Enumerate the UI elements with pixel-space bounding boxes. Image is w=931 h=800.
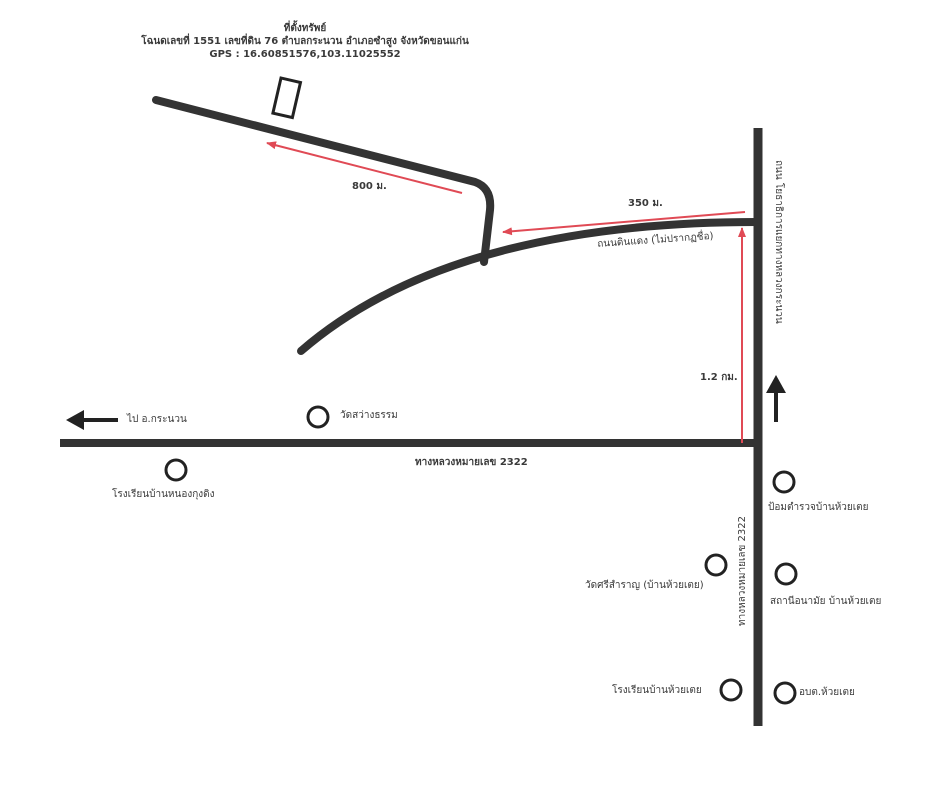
distance-1.2km-label: 1.2 กม. [700,372,738,383]
landmark-wat-sawang-icon [306,405,330,429]
route-arrow-800m [266,141,463,194]
health-label: สถานีอนามัย บ้านห้วยเตย [770,596,882,607]
landmark-wat-si-icon [704,553,728,577]
header-deed: โฉนดเลขที่ 1551 เลขที่ดิน 76 ตำบลกระนวน … [141,36,469,47]
distance-350m-label: 350 ม. [628,198,663,209]
road-dirt-curve [297,218,761,355]
property-header: ที่ตั้งทรัพย์ โฉนดเลขที่ 1551 เลขที่ดิน … [120,22,490,61]
landmark-police-icon [772,470,796,494]
landmark-school-huai-icon [719,678,743,702]
highway-vertical-label: ทางหลวงหมายเลข 2322 [737,516,748,626]
wat-sawang-label: วัดสว่างธรรม [340,410,398,421]
wat-si-label: วัดศรีสำราญ (บ้านห้วยเตย) [585,580,704,591]
header-title: ที่ตั้งทรัพย์ [283,23,327,34]
rural-road-label: ถนน โยธาธิการแยกทางหลวงกระนวน [773,160,784,324]
highway-horizontal-label: ทางหลวงหมายเลข 2322 [415,457,528,468]
distance-800m-label: 800 ม. [352,181,387,192]
landmark-health-icon [774,562,798,586]
road-upper-diagonal [152,96,495,266]
route-arrow-350m [502,211,746,236]
school-huai-label: โรงเรียนบ้านห้วยเตย [612,685,702,696]
header-gps: GPS : 16.60851576,103.11025552 [209,49,401,60]
landmark-school-nong-icon [164,458,188,482]
to-kranuan-label: ไป อ.กระนวน [127,414,187,425]
property-marker [271,76,303,120]
arrow-up-icon [766,375,786,422]
obt-label: อบต.ห้วยเตย [799,687,855,698]
arrow-left-icon [66,410,118,430]
landmark-obt-icon [773,681,797,705]
police-label: ป้อมตำรวจบ้านห้วยเตย [768,502,869,513]
school-nong-label: โรงเรียนบ้านหนองกุงดิง [112,489,215,500]
